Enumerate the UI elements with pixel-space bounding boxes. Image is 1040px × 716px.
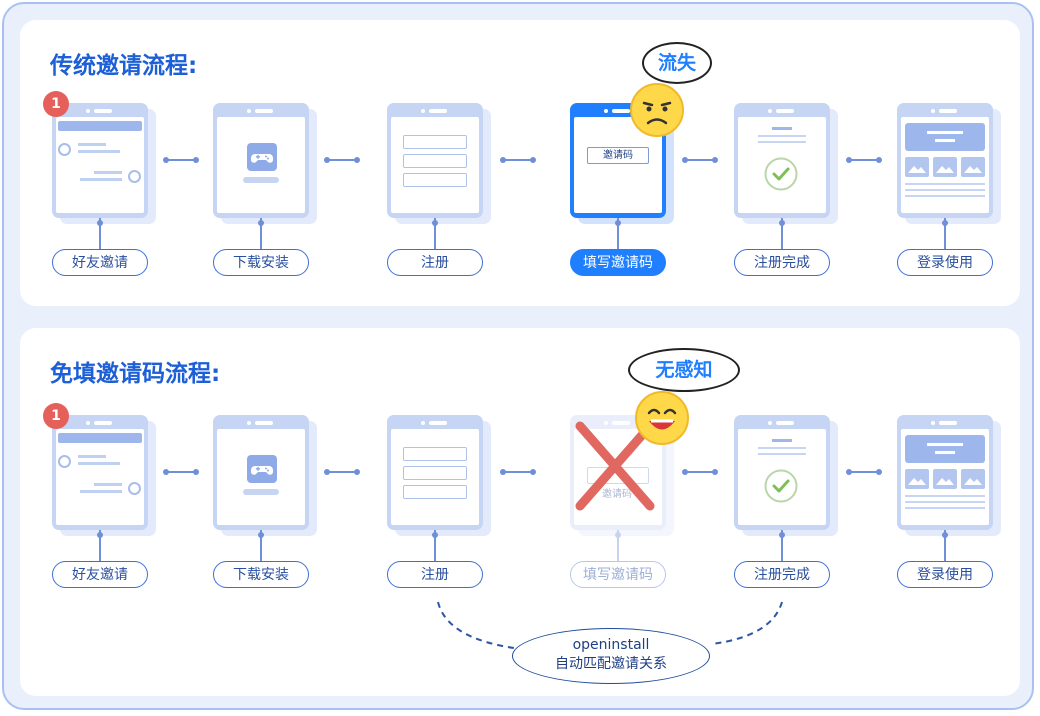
happy-face-icon xyxy=(634,390,690,446)
step-label: 登录使用 xyxy=(897,561,993,588)
step-label: 下载安装 xyxy=(213,561,309,588)
step-label: 好友邀请 xyxy=(52,249,148,276)
notification-badge: 1 xyxy=(43,403,69,429)
phone-mockup xyxy=(213,103,317,224)
image-icon xyxy=(933,469,957,489)
connector xyxy=(324,157,360,163)
phone-mockup: 邀请码 xyxy=(570,103,674,224)
image-icon xyxy=(905,469,929,489)
step-label: 注册 xyxy=(387,561,483,588)
sad-face-icon xyxy=(629,82,685,138)
connector xyxy=(324,469,360,475)
step-label: 注册完成 xyxy=(734,249,830,276)
phone-mockup xyxy=(734,103,838,224)
phone-mockup xyxy=(387,103,491,224)
invite-code-field: 邀请码 xyxy=(587,147,649,164)
phone-mockup xyxy=(52,415,156,536)
connector xyxy=(682,157,718,163)
no-code-flow-panel xyxy=(20,328,1020,696)
step-label: 注册 xyxy=(387,249,483,276)
phone-mockup xyxy=(387,415,491,536)
step-label: 登录使用 xyxy=(897,249,993,276)
phone-mockup xyxy=(897,415,1001,536)
step-label: 填写邀请码 xyxy=(570,561,666,588)
connector xyxy=(163,157,199,163)
connector xyxy=(500,469,536,475)
image-icon xyxy=(961,157,985,177)
gamepad-icon xyxy=(247,455,277,483)
avatar-icon xyxy=(128,170,141,183)
phone-mockup xyxy=(897,103,1001,224)
auto-match-label: 自动匹配邀请关系 xyxy=(555,656,667,672)
notification-badge: 1 xyxy=(43,91,69,117)
checkmark-icon xyxy=(764,469,798,503)
avatar-icon xyxy=(128,482,141,495)
traditional-flow-title: 传统邀请流程: xyxy=(50,53,198,79)
step-label: 下载安装 xyxy=(213,249,309,276)
cross-icon xyxy=(574,420,656,512)
step-label: 好友邀请 xyxy=(52,561,148,588)
image-icon xyxy=(933,157,957,177)
connector xyxy=(846,469,882,475)
avatar-icon xyxy=(58,143,71,156)
invite-code-field: 邀请码 xyxy=(602,489,632,500)
step-label: 注册完成 xyxy=(734,561,830,588)
connector xyxy=(682,469,718,475)
phone-mockup xyxy=(52,103,156,224)
image-icon xyxy=(961,469,985,489)
openinstall-auto-match-node: openinstall 自动匹配邀请关系 xyxy=(512,628,710,684)
connector xyxy=(163,469,199,475)
image-icon xyxy=(905,157,929,177)
churn-speech-bubble: 流失 xyxy=(642,42,712,84)
no-code-flow-title: 免填邀请码流程: xyxy=(50,361,221,387)
traditional-flow-panel xyxy=(20,20,1020,306)
avatar-icon xyxy=(58,455,71,468)
phone-mockup xyxy=(734,415,838,536)
connector xyxy=(846,157,882,163)
openinstall-label: openinstall xyxy=(572,637,650,653)
phone-mockup xyxy=(213,415,317,536)
connector xyxy=(500,157,536,163)
bypass-dashed-arc xyxy=(437,601,783,651)
step-label: 填写邀请码 xyxy=(570,249,666,276)
gamepad-icon xyxy=(247,143,277,171)
checkmark-icon xyxy=(764,157,798,191)
unaware-speech-bubble: 无感知 xyxy=(628,348,740,392)
